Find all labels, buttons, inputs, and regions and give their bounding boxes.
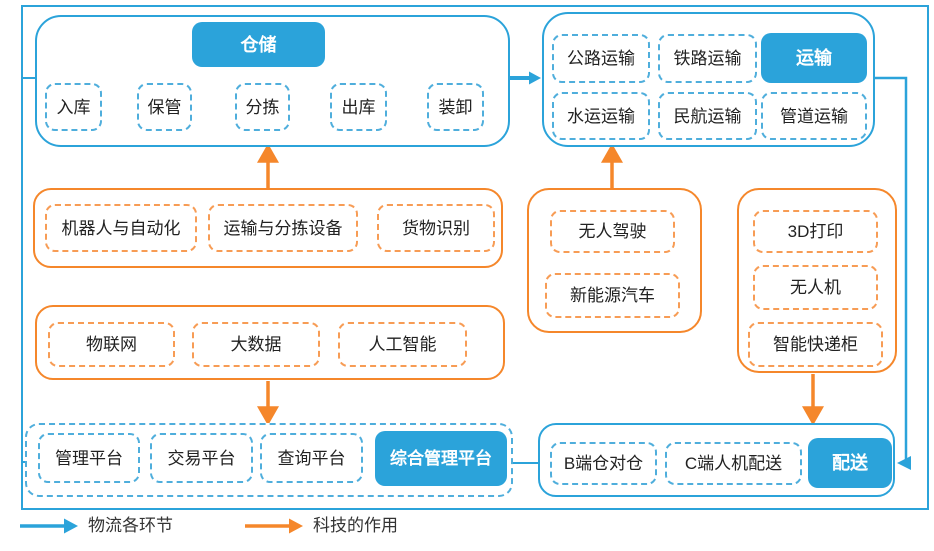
transport-mode-box: 民航运输 [658,92,757,140]
warehouse-tech-box: 机器人与自动化 [45,204,197,252]
transport-mode-box: 公路运输 [552,34,650,83]
delivery-box: B端仓对仓 [550,442,657,485]
platform-title-box: 综合管理平台 [375,431,507,486]
transport-tech-box: 新能源汽车 [545,273,680,318]
warehouse-step-box: 出库 [330,83,387,131]
warehouse-to-transport-arrowhead [529,71,541,85]
delivery-box: C端人机配送 [665,442,802,485]
platform-tech-box: 人工智能 [338,322,467,367]
legend-logistics-label: 物流各环节 [88,516,173,535]
delivery-tech-box: 3D打印 [753,210,878,253]
warehouse-tech-box: 运输与分拣设备 [208,204,358,252]
transport-mode-box: 铁路运输 [658,34,757,83]
technology-arrows [256,143,825,426]
warehouse-step-box: 分拣 [235,83,290,131]
platform-box: 交易平台 [150,433,253,483]
transport-mode-box: 水运运输 [552,92,650,140]
tech-up-arrowhead-warehouse [256,143,280,163]
platform-box: 管理平台 [38,433,140,483]
delivery-tech-box: 智能快递柜 [748,322,883,367]
transport-mode-box: 管道运输 [761,92,867,140]
tech-up-arrowhead-transport [600,143,624,163]
warehouse-step-box: 入库 [45,83,102,131]
warehouse-step-box: 保管 [137,83,192,131]
legend-technology-arrowhead [289,518,303,534]
transport-to-delivery-arrowhead [897,456,911,470]
delivery-title-box: 配送 [808,438,892,488]
platform-box: 查询平台 [260,433,363,483]
tech-down-arrowhead-platform [256,406,280,426]
warehouse-title-box: 仓储 [192,22,325,67]
legend-technology-label: 科技的作用 [313,516,398,535]
tech-down-arrowhead-delivery [801,406,825,426]
transport-title-box: 运输 [761,33,867,83]
warehouse-tech-box: 货物识别 [377,204,495,252]
flow-loop-line [21,5,929,510]
transport-tech-box: 无人驾驶 [550,210,675,253]
legend-logistics-arrowhead [64,518,78,534]
platform-tech-box: 物联网 [48,322,175,367]
platform-tech-box: 大数据 [192,322,320,367]
delivery-tech-box: 无人机 [753,265,878,310]
warehouse-step-box: 装卸 [427,83,484,131]
